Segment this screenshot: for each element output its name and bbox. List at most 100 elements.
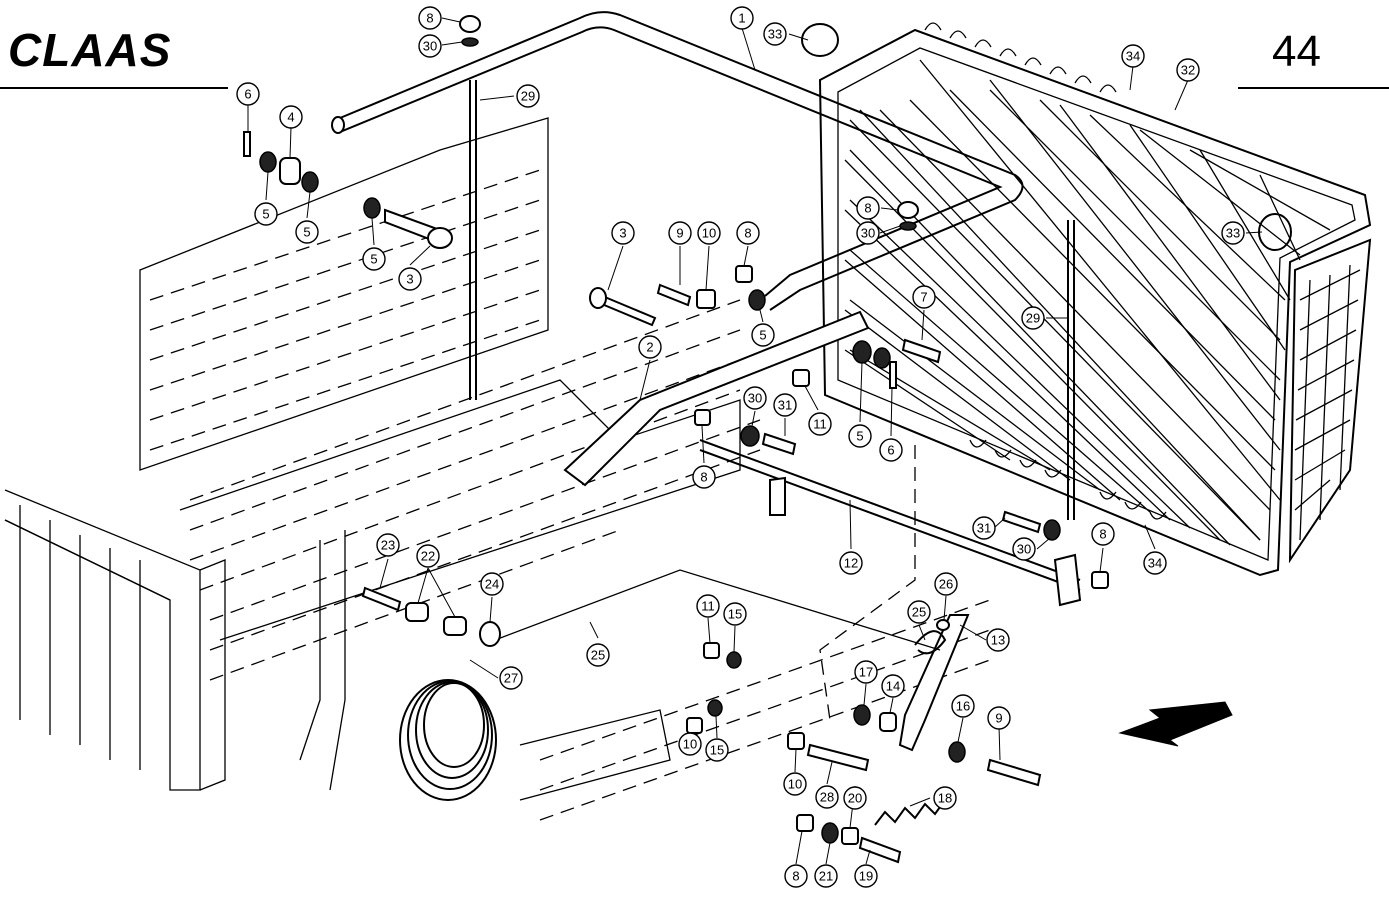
svg-text:16: 16: [956, 699, 970, 714]
callout-30: 30: [1012, 537, 1036, 561]
callout-5: 5: [254, 202, 278, 226]
callout-13: 13: [986, 628, 1010, 652]
cross-shaft: [699, 439, 1082, 607]
callout-33: 33: [1221, 221, 1245, 245]
hardware: [243, 15, 1292, 864]
svg-text:22: 22: [421, 549, 435, 564]
callout-24: 24: [480, 572, 504, 596]
callout-11: 11: [696, 594, 720, 618]
callout-10: 10: [697, 221, 721, 245]
callout-19: 19: [854, 864, 878, 888]
callout-7: 7: [912, 285, 936, 309]
svg-text:30: 30: [423, 39, 437, 54]
tension-spring: [874, 799, 946, 826]
callout-11: 11: [808, 412, 832, 436]
rods: [469, 80, 1075, 651]
callout-32: 32: [1176, 58, 1200, 82]
svg-text:5: 5: [262, 207, 269, 222]
callout-9: 9: [668, 221, 692, 245]
callout-15: 15: [705, 738, 729, 762]
svg-text:17: 17: [859, 665, 873, 680]
svg-text:21: 21: [819, 869, 833, 884]
callout-2: 2: [638, 335, 662, 359]
header-page-number: 44: [1238, 27, 1389, 89]
svg-text:5: 5: [856, 429, 863, 444]
claas-logo: CLAAS: [8, 24, 171, 76]
direction-arrow-icon: [1118, 701, 1233, 747]
callout-31: 31: [773, 393, 797, 417]
callout-29: 29: [1021, 306, 1045, 330]
callout-25: 25: [907, 600, 931, 624]
svg-text:4: 4: [287, 110, 294, 125]
callout-29: 29: [516, 84, 540, 108]
svg-text:24: 24: [485, 577, 499, 592]
callout-34: 34: [1143, 551, 1167, 575]
svg-text:34: 34: [1126, 49, 1140, 64]
callout-18: 18: [933, 786, 957, 810]
svg-text:6: 6: [887, 443, 894, 458]
svg-text:11: 11: [701, 599, 715, 614]
callout-30: 30: [418, 34, 442, 58]
callout-33: 33: [763, 22, 787, 46]
svg-text:5: 5: [759, 328, 766, 343]
callout-34: 34: [1121, 44, 1145, 68]
callout-16: 16: [951, 694, 975, 718]
svg-text:9: 9: [995, 711, 1002, 726]
svg-text:31: 31: [778, 398, 792, 413]
svg-text:23: 23: [381, 538, 395, 553]
lever: [819, 445, 970, 752]
svg-text:26: 26: [939, 577, 953, 592]
svg-text:11: 11: [813, 417, 827, 432]
svg-text:8: 8: [864, 201, 871, 216]
svg-text:25: 25: [591, 648, 605, 663]
svg-text:12: 12: [844, 556, 858, 571]
callout-27: 27: [499, 666, 523, 690]
machine-body-phantom: [139, 117, 991, 821]
callout-5: 5: [362, 247, 386, 271]
svg-text:25: 25: [912, 605, 926, 620]
svg-text:34: 34: [1148, 556, 1162, 571]
callout-5: 5: [751, 323, 775, 347]
coil-spring: [399, 679, 497, 801]
callout-25: 25: [586, 643, 610, 667]
svg-text:3: 3: [619, 226, 626, 241]
callout-14: 14: [881, 674, 905, 698]
callout-12: 12: [839, 551, 863, 575]
callout-23: 23: [376, 533, 400, 557]
callout-30: 30: [856, 221, 880, 245]
svg-text:1: 1: [738, 11, 745, 26]
callout-6: 6: [879, 438, 903, 462]
tube-frame: [331, 11, 1024, 311]
callout-17: 17: [854, 660, 878, 684]
svg-text:8: 8: [744, 226, 751, 241]
svg-text:19: 19: [859, 869, 873, 884]
svg-text:32: 32: [1181, 63, 1195, 78]
svg-text:29: 29: [521, 89, 535, 104]
svg-text:8: 8: [426, 11, 433, 26]
callout-3: 3: [398, 267, 422, 291]
svg-text:15: 15: [710, 743, 724, 758]
svg-text:31: 31: [977, 521, 991, 536]
callout-31: 31: [972, 516, 996, 540]
svg-text:7: 7: [920, 290, 927, 305]
hopper-side-panel: [4, 489, 226, 791]
svg-text:8: 8: [1099, 527, 1106, 542]
callout-30: 30: [743, 386, 767, 410]
svg-text:33: 33: [768, 27, 782, 42]
svg-text:10: 10: [702, 226, 716, 241]
svg-text:33: 33: [1226, 226, 1240, 241]
callout-8: 8: [784, 864, 808, 888]
svg-text:2: 2: [646, 340, 653, 355]
callout-3: 3: [611, 221, 635, 245]
callout-15: 15: [723, 602, 747, 626]
svg-text:18: 18: [938, 791, 952, 806]
callout-8: 8: [1091, 522, 1115, 546]
svg-text:20: 20: [848, 791, 862, 806]
callout-20: 20: [843, 786, 867, 810]
callout-6: 6: [236, 82, 260, 106]
header-brand: CLAAS: [0, 24, 228, 89]
callout-22: 22: [416, 544, 440, 568]
svg-text:9: 9: [676, 226, 683, 241]
svg-text:28: 28: [820, 790, 834, 805]
